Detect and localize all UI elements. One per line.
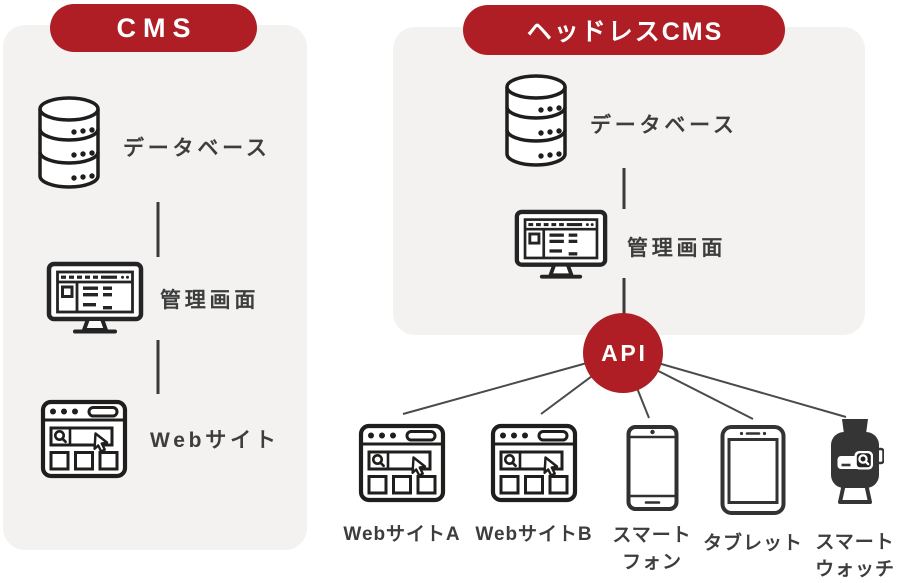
- admin-screen-icon: [46, 261, 144, 337]
- database-label: データベース: [123, 137, 271, 160]
- website-a-label-line: WebサイトA: [343, 524, 461, 545]
- database-icon: [505, 74, 567, 167]
- browser-icon: [490, 423, 578, 503]
- cms-panel-title-badge: CMS: [50, 4, 257, 52]
- admin-screen-label: 管理画面: [160, 289, 260, 312]
- admin-screen-label: 管理画面: [627, 237, 727, 260]
- database-label: データベース: [590, 114, 738, 137]
- headless-cms-panel-title: ヘッドレスCMS: [526, 18, 724, 46]
- api-label: API: [601, 339, 648, 366]
- smartphone-icon: [626, 425, 679, 511]
- smartphone-label-line-2: フォン: [622, 552, 682, 573]
- smartphone-label-line-1: スマート: [612, 525, 692, 546]
- database-icon: [38, 96, 100, 189]
- smartphone-label: スマート フォン: [587, 522, 717, 576]
- admin-screen-icon: [514, 209, 608, 282]
- smartwatch-label-line-2: ウォッチ: [815, 559, 895, 580]
- headless-cms-panel-title-badge: ヘッドレスCMS: [463, 5, 785, 55]
- tablet-icon: [720, 425, 786, 515]
- cms-panel-title: CMS: [116, 12, 198, 43]
- website-b-label-line: WebサイトB: [475, 524, 593, 545]
- api-node: API: [583, 313, 663, 393]
- website-label: Webサイト: [150, 429, 280, 452]
- headless-cms-panel: [393, 27, 865, 335]
- website-b-label: WebサイトB: [469, 521, 599, 548]
- website-a-label: WebサイトA: [337, 521, 467, 548]
- browser-icon: [358, 423, 446, 503]
- tablet-label: タブレット: [688, 530, 818, 557]
- smartwatch-label: スマート ウォッチ: [790, 529, 900, 583]
- smartwatch-icon: [829, 418, 884, 504]
- browser-icon: [40, 399, 128, 479]
- smartwatch-label-line-1: スマート: [815, 532, 895, 553]
- tablet-label-line: タブレット: [703, 533, 803, 554]
